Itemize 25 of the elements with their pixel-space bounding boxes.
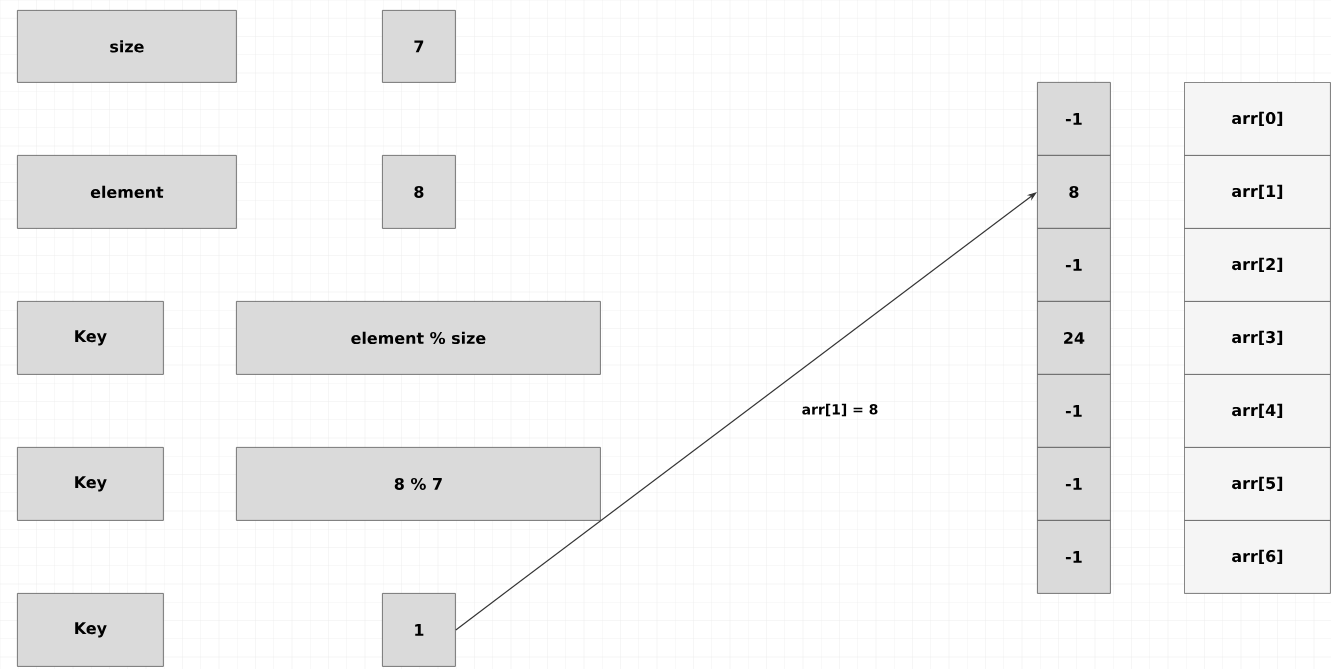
index-box: arr[3] (1184, 301, 1331, 375)
index-box: arr[5] (1184, 447, 1331, 521)
index-box: arr[0] (1184, 82, 1331, 156)
label-box: size (17, 10, 237, 83)
array-cell: -1 (1037, 228, 1111, 302)
index-box: arr[6] (1184, 520, 1331, 594)
edge-label: arr[1] = 8 (802, 403, 878, 417)
label-box: Key (17, 593, 164, 667)
array-cell: -1 (1037, 374, 1111, 448)
array-cell: 24 (1037, 301, 1111, 375)
value-box: 8 (382, 155, 456, 229)
label-box: Key (17, 447, 164, 521)
expression-box: 8 % 7 (236, 447, 601, 521)
label-box: Key (17, 301, 164, 375)
label-box: element (17, 155, 237, 229)
array-cell: -1 (1037, 447, 1111, 521)
value-box: 7 (382, 10, 456, 83)
index-box: arr[4] (1184, 374, 1331, 448)
value-box: 1 (382, 593, 456, 667)
expression-box: element % size (236, 301, 601, 375)
index-box: arr[1] (1184, 155, 1331, 229)
array-cell: -1 (1037, 82, 1111, 156)
array-cell: -1 (1037, 520, 1111, 594)
index-box: arr[2] (1184, 228, 1331, 302)
array-cell: 8 (1037, 155, 1111, 229)
